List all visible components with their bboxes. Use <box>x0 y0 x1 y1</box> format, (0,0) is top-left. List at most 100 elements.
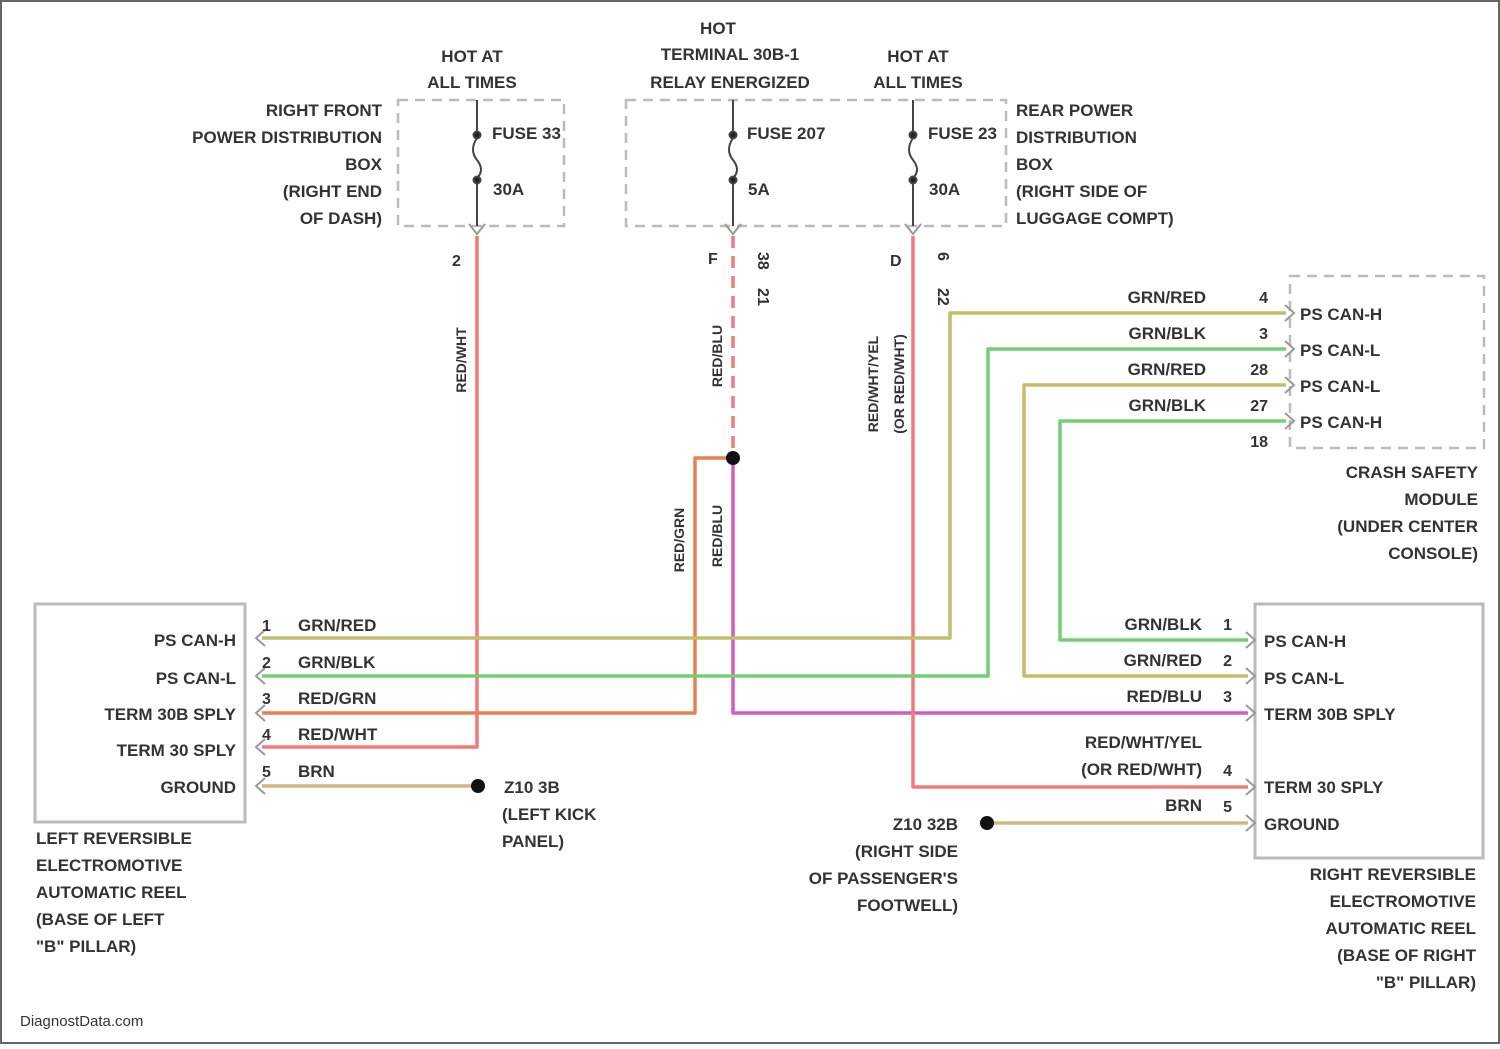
right-reel-title-2: ELECTROMOTIVE <box>1330 892 1476 911</box>
wire-label-red-grn-lower: RED/GRN <box>671 508 687 573</box>
wire-label-or-red-wht-vertical: (OR RED/WHT) <box>891 334 907 434</box>
crash-module-title-1: CRASH SAFETY <box>1346 463 1479 482</box>
fuse-23-cavity-a: D <box>890 253 902 270</box>
left-reel-pin-1-signal: PS CAN-H <box>154 631 236 650</box>
crash-module-title-2: MODULE <box>1404 490 1478 509</box>
fuse-207-cavity-a: F <box>708 251 718 268</box>
left-ground-location-2: PANEL) <box>502 832 564 851</box>
right-source-label-5: LUGGAGE COMPT) <box>1016 209 1174 228</box>
middle-fuse-header-2: TERMINAL 30B-1 <box>661 45 800 64</box>
wire-label-red-wht-yel-vertical: RED/WHT/YEL <box>865 335 881 432</box>
middle-fuse-header-1: HOT <box>700 19 737 38</box>
left-ground-id: Z10 3B <box>504 778 560 797</box>
right-reel-pin-1-signal: PS CAN-H <box>1264 632 1346 651</box>
right-reel-title-4: (BASE OF RIGHT <box>1337 946 1476 965</box>
crash-pin-3-signal: PS CAN-L <box>1300 377 1380 396</box>
splice-dot <box>726 451 740 465</box>
left-reel-pin-2-wire: GRN/BLK <box>298 653 376 672</box>
crash-module-title-4: CONSOLE) <box>1388 544 1478 563</box>
crash-module-title-3: (UNDER CENTER <box>1337 517 1478 536</box>
crash-pin-2-signal: PS CAN-L <box>1300 341 1380 360</box>
right-ground-id: Z10 32B <box>893 815 958 834</box>
crash-pin-2-num: 3 <box>1259 326 1268 343</box>
left-reel-pin-5-num: 5 <box>262 764 271 781</box>
left-source-label-3: BOX <box>345 155 383 174</box>
crash-pin-1-signal: PS CAN-H <box>1300 305 1382 324</box>
crash-pin-3-num: 28 <box>1250 362 1268 379</box>
fuse-33-label: FUSE 33 <box>492 124 561 143</box>
right-source-label-3: BOX <box>1016 155 1054 174</box>
fuse-23-symbol <box>909 100 917 226</box>
watermark: DiagnostData.com <box>20 1013 143 1030</box>
left-reel-title-5: "B" PILLAR) <box>36 937 136 956</box>
right-source-label-2: DISTRIBUTION <box>1016 128 1137 147</box>
wire-label-red-wht-vertical: RED/WHT <box>453 327 469 393</box>
wire-label-red-blu-vertical: RED/BLU <box>709 325 725 387</box>
left-reel-pin-3-wire: RED/GRN <box>298 689 376 708</box>
crash-pin-4-signal: PS CAN-H <box>1300 413 1382 432</box>
right-reel-title-1: RIGHT REVERSIBLE <box>1310 865 1476 884</box>
right-reel-title-5: "B" PILLAR) <box>1376 973 1476 992</box>
left-reel-pin-4-wire: RED/WHT <box>298 725 378 744</box>
left-source-label-4: (RIGHT END <box>283 182 382 201</box>
right-fuse-header-1: HOT AT <box>887 47 949 66</box>
left-source-label-2: POWER DISTRIBUTION <box>192 128 382 147</box>
right-source-label-1: REAR POWER <box>1016 101 1133 120</box>
right-ground-dot <box>980 816 994 830</box>
left-reel-pin-3-signal: TERM 30B SPLY <box>104 705 236 724</box>
left-reel-pin-2-num: 2 <box>262 655 271 672</box>
fuse-207-cavity-b: 38 <box>754 252 771 270</box>
right-reel-pin-1-wire: GRN/BLK <box>1125 615 1203 634</box>
left-reel-pin-3-num: 3 <box>262 691 271 708</box>
left-fuse-header-2: ALL TIMES <box>427 73 516 92</box>
right-reel-pin-2-num: 2 <box>1223 653 1232 670</box>
fuse-207-label: FUSE 207 <box>747 124 825 143</box>
left-reel-pin-1-wire: GRN/RED <box>298 616 376 635</box>
fuse-23-amp: 30A <box>929 180 960 199</box>
fuse-23-cavity-b: 6 <box>934 252 951 261</box>
left-fuse-header-1: HOT AT <box>441 47 503 66</box>
left-source-label-5: OF DASH) <box>300 209 382 228</box>
wire-grn-blk-pin27-to-rpin1 <box>1060 421 1286 640</box>
right-reel-pin-3-num: 3 <box>1223 689 1232 706</box>
right-reel-pin-4-wire-alt: (OR RED/WHT) <box>1081 760 1202 779</box>
right-ground-location-1: (RIGHT SIDE <box>855 842 958 861</box>
right-reel-pin-5-num: 5 <box>1223 799 1232 816</box>
left-reel-title-3: AUTOMATIC REEL <box>36 883 186 902</box>
right-reel-pin-4-num: 4 <box>1223 763 1232 780</box>
right-reel-pin-4-signal: TERM 30 SPLY <box>1264 778 1384 797</box>
crash-pin-3-wire: GRN/RED <box>1128 360 1206 379</box>
crash-pin-4-wire: GRN/BLK <box>1129 396 1207 415</box>
crash-pin-1-num: 4 <box>1259 290 1268 307</box>
fuse-207-amp: 5A <box>748 180 770 199</box>
right-reel-pin-3-wire: RED/BLU <box>1126 687 1202 706</box>
right-reel-pin-2-wire: GRN/RED <box>1124 651 1202 670</box>
left-reel-pin-1-num: 1 <box>262 618 271 635</box>
left-reel-pin-5-wire: BRN <box>298 762 335 781</box>
left-reel-title-2: ELECTROMOTIVE <box>36 856 182 875</box>
left-ground-dot <box>471 779 485 793</box>
left-reel-pin-4-num: 4 <box>262 727 271 744</box>
left-reel-pin-5-signal: GROUND <box>160 778 236 797</box>
fuse-23-cavity-c: 22 <box>934 288 951 306</box>
left-reel-title-4: (BASE OF LEFT <box>36 910 165 929</box>
crash-pin-4-num: 27 <box>1250 398 1268 415</box>
fuse-33-cavity: 2 <box>452 253 461 270</box>
left-source-label-1: RIGHT FRONT <box>266 101 383 120</box>
middle-fuse-header-3: RELAY ENERGIZED <box>650 73 810 92</box>
fuse-23-label: FUSE 23 <box>928 124 997 143</box>
left-reel-pin-2-signal: PS CAN-L <box>156 669 236 688</box>
right-reel-pin-1-num: 1 <box>1223 617 1232 634</box>
right-ground-location-3: FOOTWELL) <box>857 896 958 915</box>
left-ground-location-1: (LEFT KICK <box>502 805 597 824</box>
right-source-label-4: (RIGHT SIDE OF <box>1016 182 1147 201</box>
right-reel-pin-5-signal: GROUND <box>1264 815 1340 834</box>
fuse-207-cavity-c: 21 <box>754 288 771 306</box>
rear-power-distribution-box <box>626 100 1006 226</box>
crash-pin-1-wire: GRN/RED <box>1128 288 1206 307</box>
right-fuse-header-2: ALL TIMES <box>873 73 962 92</box>
fuse-33-amp: 30A <box>493 180 524 199</box>
